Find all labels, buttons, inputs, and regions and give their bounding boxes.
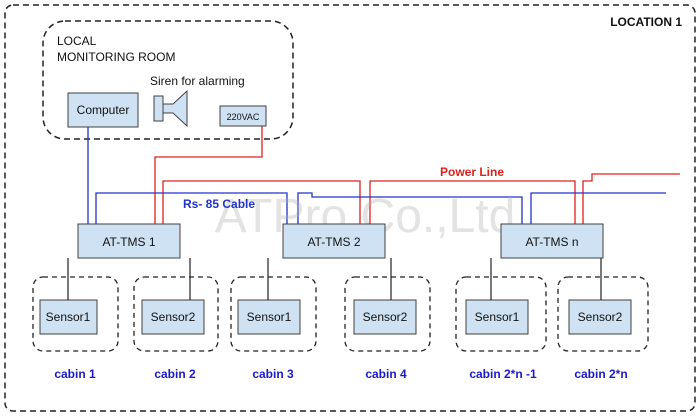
tms-label: AT-TMS n [525,235,578,249]
tms-box [77,223,181,259]
cabin-2n: Sensor2 cabin 2*n [557,276,649,381]
power-supply-label: 220VAC [227,112,260,122]
cabin-frame [133,276,219,352]
monitoring-room-frame [42,20,294,140]
cabin-2n-minus-1: Sensor1 cabin 2*n -1 [455,276,547,381]
cabin-2: Sensor2 cabin 2 [133,276,219,381]
rs485-cable-network [87,127,666,224]
tms-unit-1: AT-TMS 1 [67,223,191,283]
sensor-label: Sensor1 [475,310,520,324]
sensor-label: Sensor1 [247,310,292,324]
cabin-frame [32,276,119,352]
sensor-box [465,299,529,335]
rs485-cable-label: Rs- 85 Cable [183,197,255,211]
sensor-box [237,299,301,335]
power-supply-box [219,105,267,127]
sensor-label: Sensor2 [363,310,408,324]
cabin-label: cabin 2*n -1 [469,367,537,381]
cabin-label: cabin 1 [54,367,96,381]
cabin-label: cabin 3 [252,367,294,381]
location-frame [4,4,696,412]
cabin-4: Sensor2 cabin 4 [344,276,431,381]
sensor-label: Sensor2 [578,310,623,324]
sensor-label: Sensor1 [46,310,91,324]
tms-label: AT-TMS 1 [102,235,155,249]
tms-label: AT-TMS 2 [307,235,360,249]
cabin-1: Sensor1 cabin 1 [32,276,119,381]
power-line-label: Power Line [440,165,504,179]
tms-unit-n: AT-TMS n [490,223,604,283]
computer-label: Computer [77,103,130,117]
siren-label: Siren for alarming [150,74,245,88]
monitoring-room-title-line1: LOCAL [57,34,97,48]
cabin-label: cabin 2*n [574,367,627,381]
sensor-box [568,299,632,335]
cabin-label: cabin 4 [365,367,407,381]
computer-box [67,92,139,128]
siren-icon [153,89,188,128]
cabin-frame [230,276,317,352]
location-label: LOCATION 1 [610,15,682,29]
monitoring-room-title-line2: MONITORING ROOM [57,50,175,64]
cabin-3: Sensor1 cabin 3 [230,276,317,381]
cabin-frame [455,276,547,352]
power-line-network [154,126,680,224]
cabin-frame [557,276,649,352]
sensor-label: Sensor2 [151,310,196,324]
tms-box [500,223,604,259]
tms-unit-2: AT-TMS 2 [267,223,392,283]
cabin-label: cabin 2 [154,367,196,381]
sensor-box [141,299,205,335]
tms-box [282,223,386,259]
cabin-frame [344,276,431,352]
sensor-box [39,299,98,335]
sensor-box [353,299,417,335]
